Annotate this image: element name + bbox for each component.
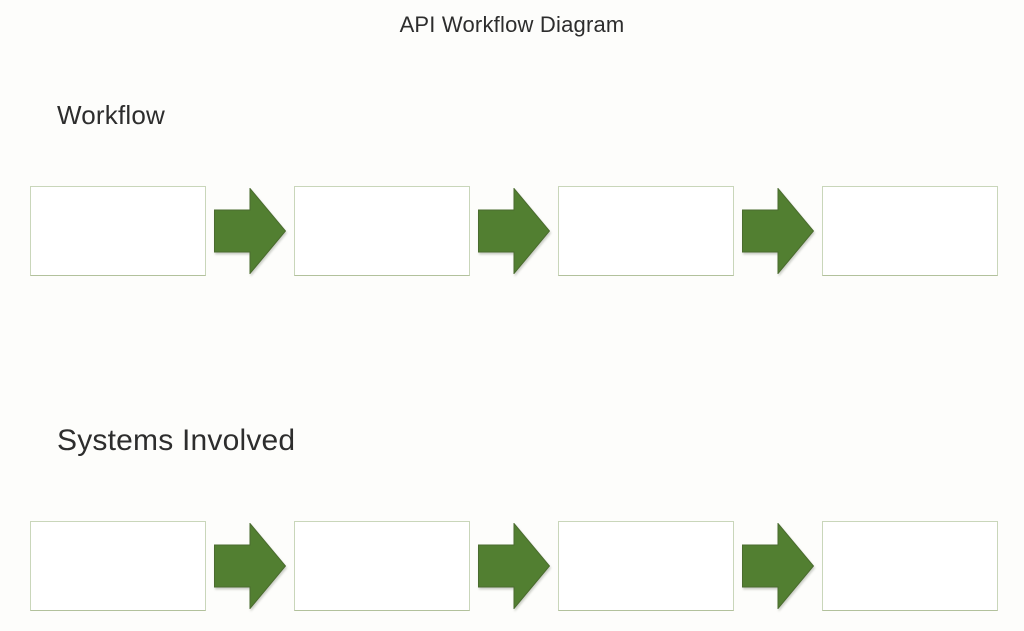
section-label-systems-involved: Systems Involved [57,424,296,457]
page-title: API Workflow Diagram [399,12,625,37]
system-box [822,521,998,611]
right-arrow-icon [742,188,814,274]
systems-involved-row [30,521,998,611]
right-arrow-icon [742,523,814,609]
right-arrow-icon [478,188,550,274]
right-arrow-icon [214,188,286,274]
right-arrow-icon [214,523,286,609]
workflow-step-box [30,186,206,276]
workflow-step-box [558,186,734,276]
system-box [294,521,470,611]
workflow-row [30,186,998,276]
workflow-step-box [822,186,998,276]
section-label-workflow: Workflow [57,100,166,130]
right-arrow-icon [478,523,550,609]
workflow-step-box [294,186,470,276]
system-box [30,521,206,611]
system-box [558,521,734,611]
